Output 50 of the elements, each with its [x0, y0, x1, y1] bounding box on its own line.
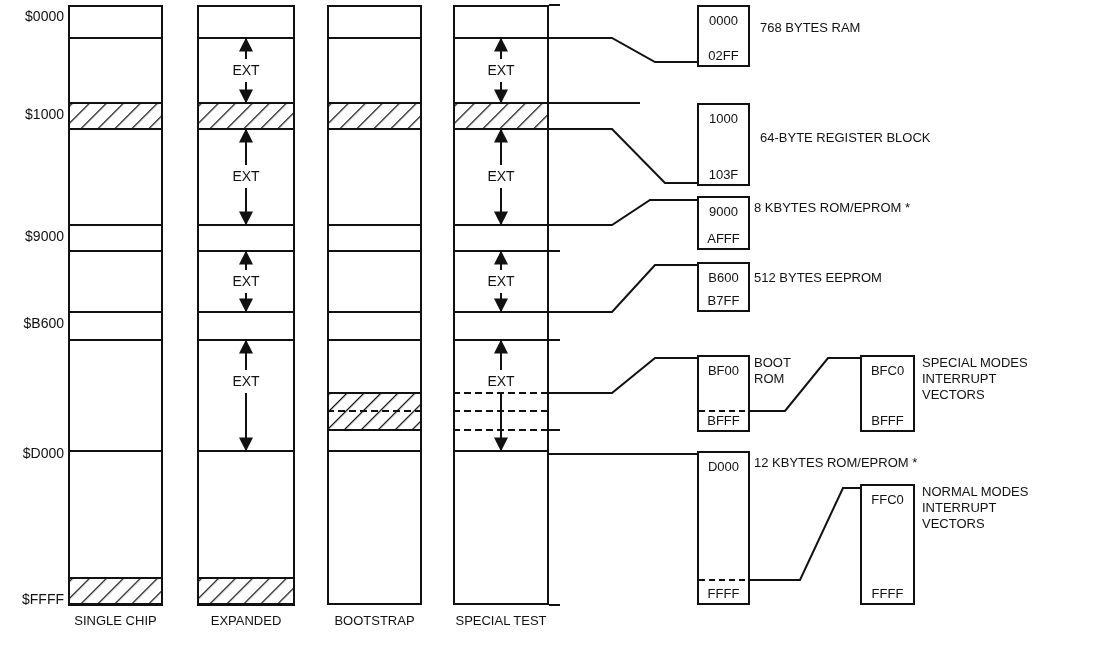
region-description: BOOT ROM — [754, 355, 792, 387]
address-label: $9000 — [24, 228, 64, 244]
connector-line — [548, 199, 698, 226]
address-text: B600 — [707, 270, 740, 285]
connector-line — [749, 357, 861, 412]
address-text: D000 — [706, 459, 741, 474]
address-text: FFC0 — [870, 492, 905, 507]
region-description: 12 KBYTES ROM/EPROM * — [754, 455, 919, 471]
address-label: $FFFF — [21, 591, 64, 607]
connector-line — [548, 128, 698, 184]
connector-line — [548, 453, 698, 455]
address-text: BFC0 — [869, 363, 906, 378]
address-text: 0000 — [708, 13, 739, 28]
address-text: 1000 — [708, 111, 739, 126]
address-text: 02FF — [707, 48, 740, 63]
memory-block-box — [697, 5, 750, 67]
connector-line — [548, 37, 698, 63]
memory-block-box — [697, 262, 750, 312]
address-text: AFFF — [706, 231, 741, 246]
connector-line — [749, 487, 861, 581]
column-caption: SPECIAL TEST — [454, 613, 548, 628]
memory-block-box — [860, 484, 915, 605]
address-text: BFFF — [706, 413, 741, 428]
region-description: 8 KBYTES ROM/EPROM * — [754, 200, 912, 216]
address-label: $0000 — [24, 8, 64, 24]
memory-block-box — [860, 355, 915, 432]
column-caption: BOOTSTRAP — [333, 613, 416, 628]
address-label: $B600 — [22, 315, 64, 331]
address-label: $D000 — [21, 445, 64, 461]
column-caption: EXPANDED — [209, 613, 283, 628]
address-text: BF00 — [706, 363, 741, 378]
region-description: 768 BYTES RAM — [760, 20, 862, 36]
connector-line — [548, 357, 698, 394]
region-description: NORMAL MODES INTERRUPT VECTORS — [922, 484, 1030, 532]
address-text: 103F — [707, 167, 740, 182]
memory-block-box — [697, 196, 750, 250]
address-text: B7FF — [706, 293, 741, 308]
address-text: 9000 — [708, 204, 739, 219]
region-description: SPECIAL MODES INTERRUPT VECTORS — [922, 355, 1029, 403]
region-description: 64-BYTE REGISTER BLOCK — [760, 130, 932, 146]
address-text: FFFF — [706, 586, 741, 601]
connector-line — [548, 264, 698, 313]
memory-block-box — [697, 355, 750, 432]
address-text: BFFF — [870, 413, 905, 428]
memory-block-box — [697, 451, 750, 605]
region-description: 512 BYTES EEPROM — [754, 270, 883, 286]
column-caption: SINGLE CHIP — [73, 613, 158, 628]
address-text: FFFF — [870, 586, 905, 601]
address-label: $1000 — [24, 106, 64, 122]
memory-block-box — [697, 103, 750, 186]
